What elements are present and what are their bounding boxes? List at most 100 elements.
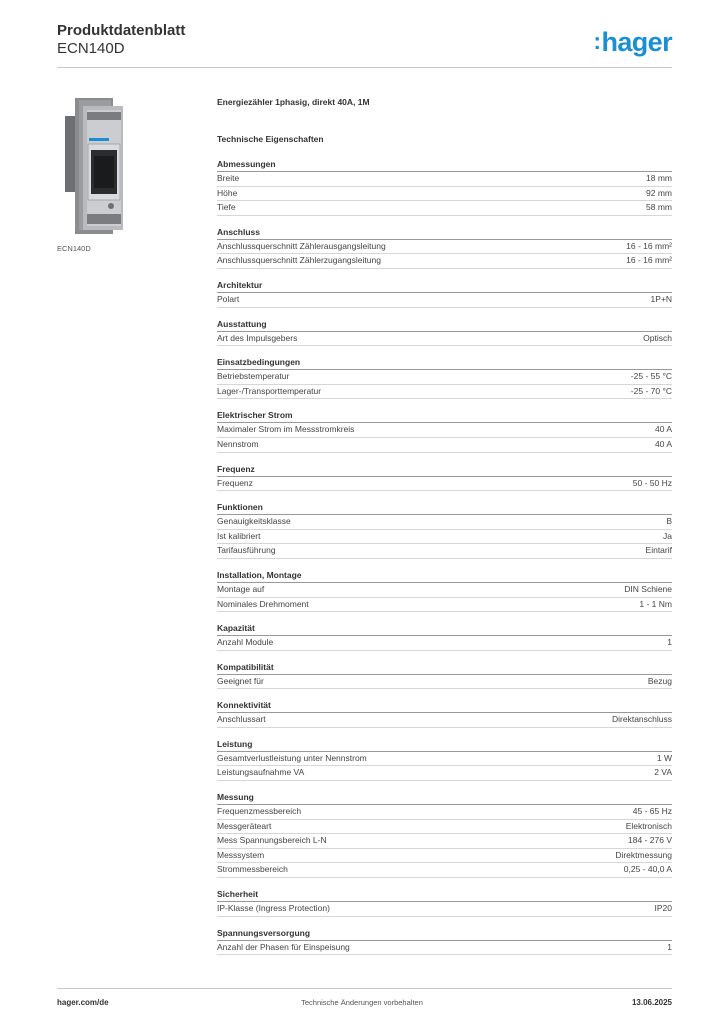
spec-value: 40 A [654, 438, 672, 449]
section-title: Installation, Montage [217, 570, 672, 583]
spec-label: Anzahl der Phasen für Einspeisung [217, 941, 350, 952]
header-divider [57, 67, 672, 68]
section-title: Messung [217, 792, 672, 806]
spec-label: Gesamtverlustleistung unter Nennstrom [217, 752, 367, 763]
spec-value: Bezug [647, 675, 672, 686]
spec-row: Betriebstemperatur-25 - 55 °C [217, 370, 672, 385]
spec-value: 1 [667, 637, 672, 648]
spec-value: 1P+N [650, 293, 673, 304]
spec-row: IP-Klasse (Ingress Protection)IP20 [217, 902, 672, 917]
spec-value: 16 - 16 mm² [626, 255, 672, 266]
spec-row: Ist kalibriert Ja [217, 530, 672, 545]
spec-value: 45 - 65 Hz [632, 806, 672, 817]
spec-label: Ist kalibriert [217, 530, 261, 541]
footer-disclaimer: Technische Änderungen vorbehalten [301, 998, 423, 1007]
spec-label: Anzahl Module [217, 637, 274, 648]
section-title: Kapazität [217, 623, 672, 637]
spec-label: Montage auf [217, 583, 265, 594]
spec-label: Genauigkeitsklasse [217, 516, 291, 527]
spec-content: Energiezähler 1phasig, direkt 40A, 1M Te… [217, 97, 672, 966]
spec-value: Direktmessung [615, 849, 672, 860]
product-image [57, 96, 197, 236]
section-title: Anschluss [217, 227, 672, 240]
footer-website[interactable]: hager.com/de [57, 998, 109, 1007]
spec-value: 2 VA [654, 767, 672, 778]
spec-value: B [666, 516, 672, 527]
section-title: Einsatzbedingungen [217, 357, 672, 371]
spec-label: Betriebstemperatur [217, 371, 290, 382]
spec-label: Breite [217, 173, 240, 183]
spec-label: Messgeräteart [217, 820, 272, 831]
spec-label: Nennstrom [217, 438, 259, 449]
section-title: Architektur [217, 280, 672, 293]
section-title: Abmessungen [217, 159, 672, 172]
spec-value: 1 - 1 Nm [639, 598, 672, 609]
spec-row: Lager-/Transporttemperatur -25 - 70 °C [217, 385, 672, 400]
spec-label: Strommessbereich [217, 864, 288, 875]
spec-label: Anschlussart [217, 714, 266, 725]
spec-row: Anschlussart Direktanschluss [217, 713, 672, 728]
spec-value: 92 mm [646, 187, 672, 198]
section-title: Ausstattung [217, 319, 672, 332]
spec-row: Leistungsaufnahme VA 2 VA [217, 766, 672, 782]
spec-row: Mess Spannungsbereich L-N 184 - 276 V [217, 834, 672, 849]
spec-value: Direktanschluss [612, 714, 672, 725]
footer-date: 13.06.2025 [631, 998, 672, 1007]
spec-row: Geeignet für Bezug [217, 675, 672, 690]
spec-label: Tiefe [217, 202, 236, 213]
spec-value: -25 - 70 °C [630, 385, 672, 396]
spec-label: Leistungsaufnahme VA [217, 767, 305, 778]
spec-value: 184 - 276 V [628, 835, 672, 846]
spec-label: Anschlussquerschnitt Zählerzugangsleitun… [217, 255, 381, 266]
spec-label: Lager-/Transporttemperatur [217, 385, 322, 396]
logo-text: hager [601, 27, 672, 57]
spec-value: 0,25 - 40,0 A [623, 864, 672, 875]
spec-value: Eintarif [645, 545, 672, 556]
section-title: Leistung [217, 739, 672, 752]
image-caption: ECN140D [57, 244, 91, 253]
spec-label: Messsystem [217, 849, 265, 860]
section-title: Elektrischer Strom [217, 410, 672, 424]
spec-value: 16 - 16 mm² [626, 240, 672, 251]
product-name: Energiezähler 1phasig, direkt 40A, 1M [217, 97, 370, 107]
document-subtitle: ECN140D [57, 40, 125, 57]
spec-row: Nennstrom 40 A [217, 438, 672, 453]
spec-row: Strommessbereich 0,25 - 40,0 A [217, 863, 672, 879]
spec-label: Art des Impulsgebers [217, 332, 298, 343]
spec-value: 1 [667, 941, 672, 952]
spec-value: 50 - 50 Hz [632, 477, 672, 488]
spec-row: Anzahl Module 1 [217, 636, 672, 651]
spec-value: Ja [663, 530, 672, 541]
spec-row: Genauigkeitsklasse B [217, 515, 672, 530]
spec-value: 40 A [654, 424, 672, 435]
spec-label: Frequenz [217, 477, 253, 488]
document-header: Produktdatenblatt ECN140D [57, 22, 185, 58]
spec-label: Geeignet für [217, 675, 264, 686]
section-title: Spannungsversorgung [217, 928, 672, 941]
spec-label: Mess Spannungsbereich L-N [217, 835, 327, 846]
section-title: Frequenz [217, 464, 672, 477]
